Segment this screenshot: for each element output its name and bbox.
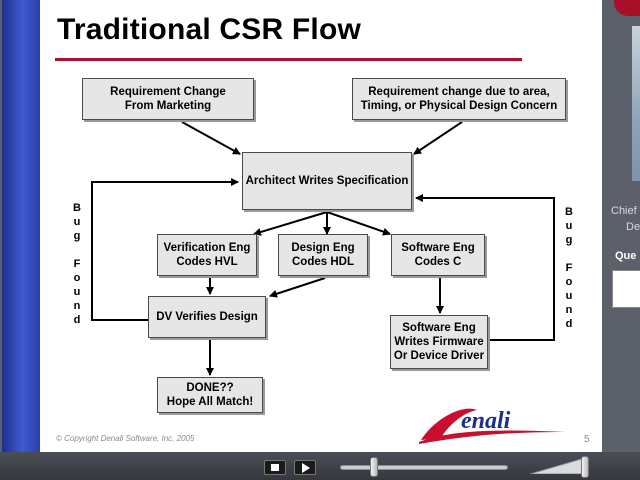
- bug-found-right-label: B u g F o u n d: [565, 206, 573, 330]
- copyright-text: © Copyright Denali Software, Inc. 2005: [56, 434, 195, 443]
- arrow-marketing-to-architect: [181, 121, 241, 155]
- slide-number: 5: [584, 434, 590, 445]
- box-architect-writes-spec: Architect Writes Specification: [242, 152, 412, 210]
- play-icon: [302, 463, 310, 473]
- slide: Traditional CSR Flow Requirement Change …: [2, 0, 602, 452]
- stop-icon: [271, 464, 279, 471]
- seek-slider-handle[interactable]: [369, 457, 378, 477]
- volume-slider-handle[interactable]: [581, 456, 589, 478]
- arrow-design-to-dv: [269, 277, 326, 298]
- box-software-eng-firmware: Software Eng Writes Firmware Or Device D…: [390, 315, 488, 369]
- side-text-chief: Chief: [611, 205, 637, 217]
- play-button[interactable]: [294, 460, 316, 475]
- stop-button[interactable]: [264, 460, 286, 475]
- svg-text:enali: enali: [461, 408, 511, 434]
- box-software-eng-c: Software Eng Codes C: [391, 234, 485, 276]
- bug-loop-right: [415, 194, 555, 341]
- speaker-photo: [632, 26, 640, 181]
- player-control-bar: [0, 452, 640, 480]
- side-text-que: Que: [615, 250, 637, 262]
- title-underline: [55, 58, 522, 61]
- box-requirement-area-timing: Requirement change due to area, Timing, …: [352, 78, 566, 120]
- box-verification-eng: Verification Eng Codes HVL: [157, 234, 257, 276]
- arrow-architect-to-verification: [253, 211, 328, 236]
- box-dv-verifies: DV Verifies Design: [148, 296, 266, 338]
- box-design-eng: Design Eng Codes HDL: [278, 234, 368, 276]
- box-done: DONE?? Hope All Match!: [157, 377, 263, 413]
- bug-found-left-label: B u g F o u n d: [73, 202, 81, 326]
- bug-loop-left: [91, 178, 239, 321]
- slide-blue-bar: [2, 0, 40, 452]
- question-input[interactable]: [612, 270, 640, 308]
- denali-logo: enali: [419, 408, 565, 444]
- volume-ramp[interactable]: [530, 458, 585, 474]
- box-requirement-marketing: Requirement Change From Marketing: [82, 78, 254, 120]
- arrow-area-to-architect: [413, 121, 463, 155]
- slide-title: Traditional CSR Flow: [57, 13, 362, 46]
- arrow-architect-to-software: [326, 211, 391, 236]
- side-logo-corner: [614, 0, 640, 16]
- seek-track[interactable]: [340, 465, 508, 470]
- side-panel: Chief De Que: [602, 0, 640, 452]
- flow-connectors: [91, 121, 555, 376]
- side-text-de: De: [626, 221, 640, 233]
